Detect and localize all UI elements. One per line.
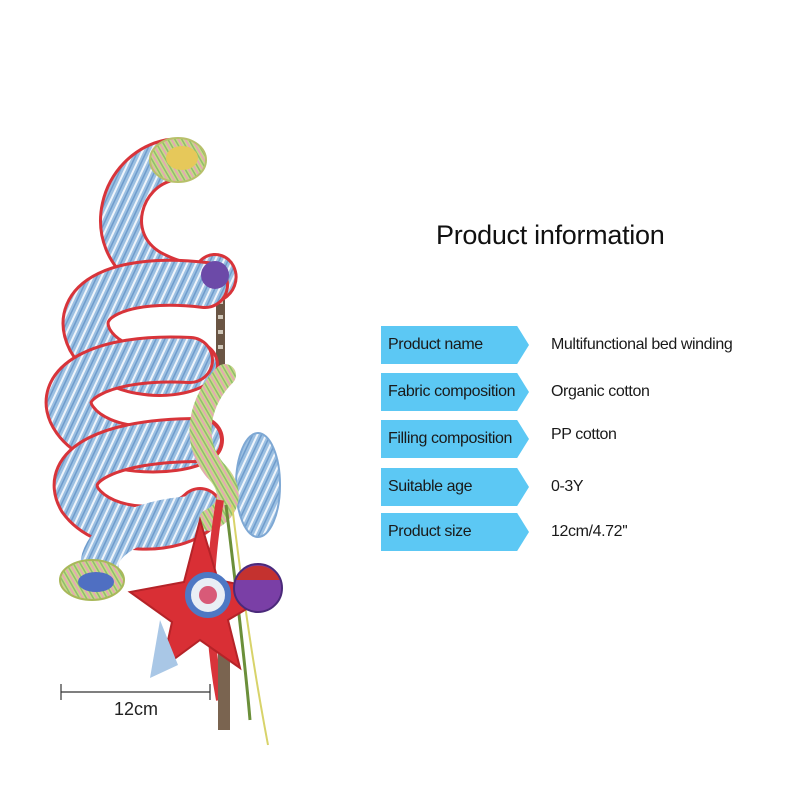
spec-value: PP cotton [551,426,617,443]
measurement-line [60,684,211,700]
red-star-plush [127,516,278,678]
blue-oval-rattle [235,432,281,538]
spec-row-fabric-composition: Fabric composition Organic cotton [381,373,791,411]
spec-label: Filling composition [381,420,529,458]
spiral-plush-toy [44,137,238,601]
spec-row-filling-composition: Filling composition PP cotton [381,420,791,458]
spec-row-suitable-age: Suitable age 0-3Y [381,468,791,506]
spec-table: Product name Multifunctional bed winding… [381,0,791,800]
dimension-label: 12cm [114,699,159,719]
spec-label: Product name [381,326,529,364]
spec-label: Suitable age [381,468,529,506]
spec-value: 0-3Y [551,478,584,495]
spec-value: Multifunctional bed winding [551,336,733,353]
spec-label: Fabric composition [381,373,529,411]
spec-label: Product size [381,513,529,551]
purple-ball-toy [233,563,283,613]
page-title: Product information [436,220,665,250]
spec-row-product-size: Product size 12cm/4.72'' [381,513,791,551]
spec-value: Organic cotton [551,383,650,400]
spec-value: 12cm/4.72'' [551,523,628,540]
green-caterpillar-toy [189,364,239,531]
spec-row-product-name: Product name Multifunctional bed winding [381,326,791,364]
